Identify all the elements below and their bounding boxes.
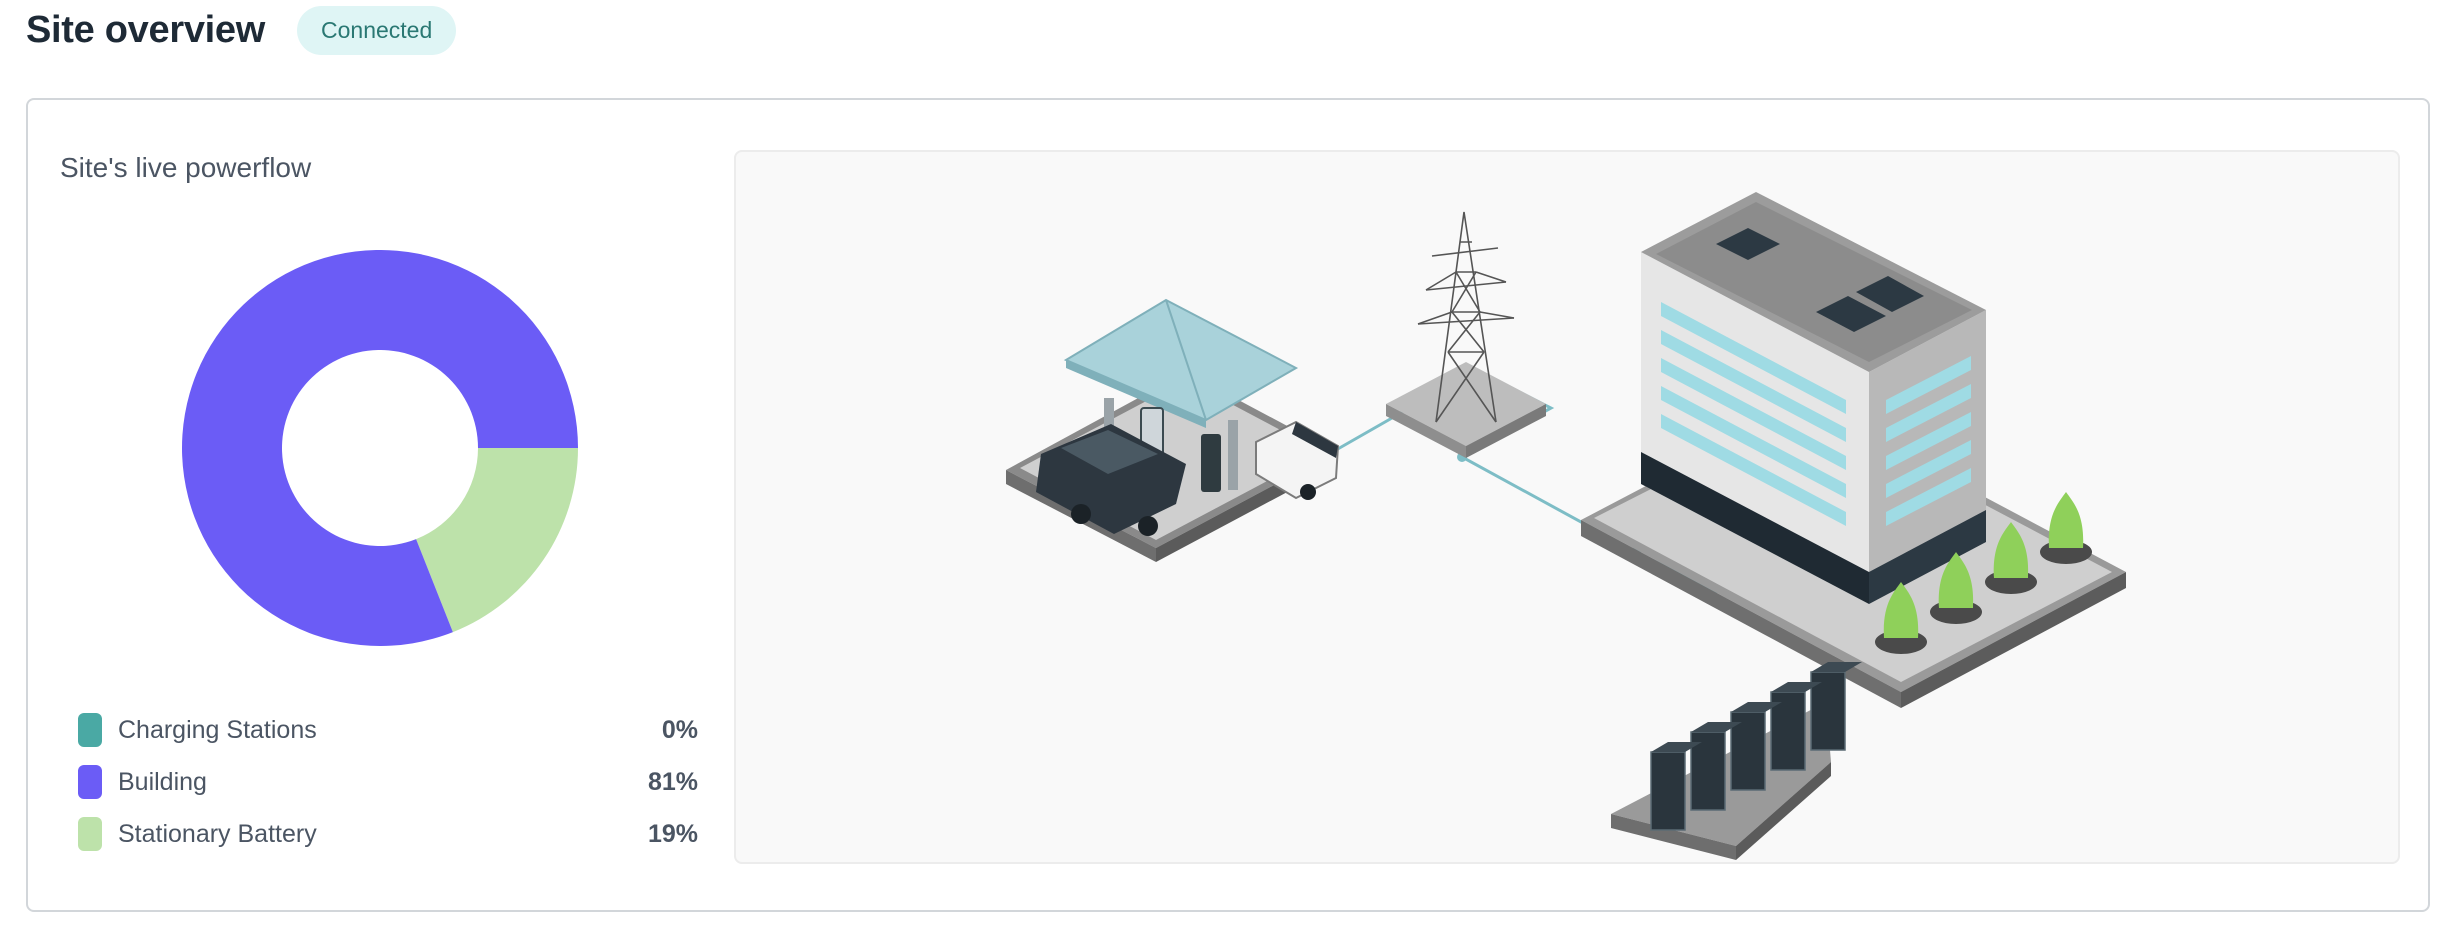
page-title: Site overview	[26, 8, 265, 51]
status-badge: Connected	[297, 5, 457, 55]
donut-slice-stationary-battery	[416, 448, 578, 633]
legend-item-stationary-battery: Stationary Battery 19%	[78, 808, 698, 860]
legend-item-building: Building 81%	[78, 756, 698, 808]
power-pylon-icon	[1386, 211, 1546, 458]
site-diagram	[734, 150, 2400, 864]
legend-value: 0%	[661, 715, 698, 744]
powerflow-title: Site's live powerflow	[60, 152, 312, 183]
legend-label: Stationary Battery	[118, 819, 317, 848]
powerflow-card: Site's live powerflow Charging Stations …	[26, 98, 2430, 912]
legend-swatch	[78, 817, 102, 851]
tree-icons	[1875, 492, 2092, 654]
legend-value: 19%	[647, 819, 698, 848]
legend-swatch	[78, 713, 102, 747]
legend-value: 81%	[647, 767, 698, 796]
legend-item-charging-stations: Charging Stations 0%	[78, 704, 698, 756]
legend-label: Charging Stations	[118, 715, 317, 744]
powerflow-donut-chart	[182, 249, 579, 647]
powerflow-legend: Charging Stations 0% Building 81% Statio…	[78, 704, 698, 860]
page-header: Site overview Connected	[26, 0, 457, 60]
stationary-battery-icon	[1611, 662, 1862, 860]
legend-label: Building	[118, 767, 207, 796]
charging-station-icon	[1006, 298, 1340, 562]
site-diagram-illustration	[1006, 192, 2126, 860]
legend-swatch	[78, 765, 102, 799]
office-building-icon	[1581, 192, 2126, 708]
